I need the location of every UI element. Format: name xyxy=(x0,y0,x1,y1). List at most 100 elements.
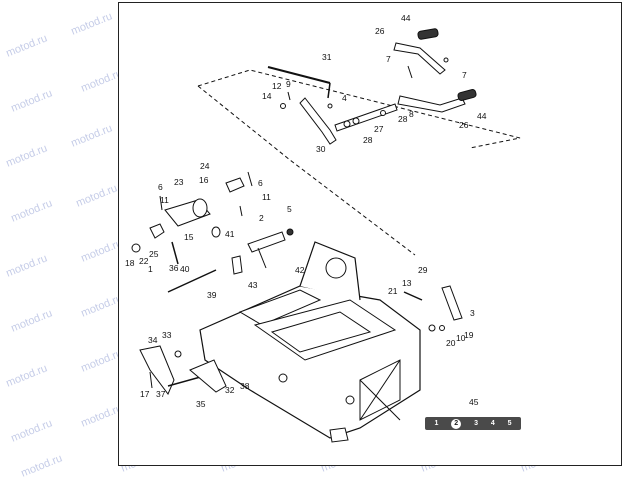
callout-number: 2 xyxy=(259,213,264,223)
callout-number: 31 xyxy=(322,52,332,62)
long-pin xyxy=(167,269,217,293)
callout-number: 14 xyxy=(262,91,272,101)
callout-number: 19 xyxy=(464,330,474,340)
pin xyxy=(239,205,243,217)
washer xyxy=(280,103,286,109)
brace xyxy=(359,379,401,421)
callout-number: 41 xyxy=(225,229,235,239)
callout-number: 9 xyxy=(286,79,291,89)
fork-clip xyxy=(231,255,243,275)
foot-peg-rubber xyxy=(457,88,477,102)
model-badge-item-active: 2 xyxy=(451,418,462,429)
callout-number: 43 xyxy=(248,280,258,290)
callout-number: 44 xyxy=(477,111,487,121)
callout-number: 3 xyxy=(470,308,475,318)
toe-lever xyxy=(393,42,446,75)
bracket xyxy=(149,223,165,239)
crossmember xyxy=(238,289,322,326)
clip xyxy=(327,103,333,109)
callout-number: 28 xyxy=(398,114,408,124)
model-badge-item: 1 xyxy=(434,420,439,427)
pin xyxy=(149,371,153,389)
assembly-dashed-line-top xyxy=(197,69,521,149)
washer xyxy=(131,243,141,253)
callout-number: 42 xyxy=(295,265,305,275)
mount-hole xyxy=(278,373,288,383)
nut xyxy=(286,228,294,236)
clevis xyxy=(441,285,463,321)
fork-arm xyxy=(257,247,267,269)
heel-lever xyxy=(397,95,466,113)
callout-number: 23 xyxy=(174,177,184,187)
brake-lever xyxy=(139,345,175,395)
callout-number: 35 xyxy=(196,399,206,409)
spring-bracket xyxy=(225,177,245,193)
callout-number: 17 xyxy=(140,389,150,399)
washer xyxy=(174,350,182,358)
callout-number: 38 xyxy=(240,381,250,391)
shift-shaft xyxy=(334,103,398,132)
pin xyxy=(407,65,413,79)
main-subframe xyxy=(199,285,421,439)
tray-inner xyxy=(270,311,372,353)
callout-number: 22 xyxy=(139,256,149,266)
model-badge-item: 4 xyxy=(490,420,495,427)
callout-number: 45 xyxy=(469,397,479,407)
callout-number: 28 xyxy=(363,135,373,145)
callout-number: 39 xyxy=(207,290,217,300)
model-badge-item: 3 xyxy=(474,420,478,427)
pin xyxy=(287,91,291,101)
callout-number: 7 xyxy=(462,70,467,80)
pivot-shaft xyxy=(167,375,205,387)
clip xyxy=(443,57,449,63)
callout-number: 27 xyxy=(374,124,384,134)
callout-number: 5 xyxy=(287,204,292,214)
washer xyxy=(380,110,386,116)
frame-mount-hole xyxy=(325,257,347,279)
callout-number: 20 xyxy=(446,338,456,348)
bolt xyxy=(247,171,253,187)
callout-number: 4 xyxy=(342,93,347,103)
callout-number: 37 xyxy=(156,389,166,399)
callout-number: 12 xyxy=(272,81,282,91)
callout-number: 29 xyxy=(418,265,428,275)
washer xyxy=(428,324,436,332)
shift-rod xyxy=(267,66,331,84)
model-badge: 1 2 3 4 5 xyxy=(425,417,521,430)
pin xyxy=(159,195,163,211)
washer xyxy=(439,325,445,331)
callout-number: 11 xyxy=(160,195,169,205)
shift-lever xyxy=(299,97,337,145)
callout-number: 40 xyxy=(180,264,190,274)
callout-number: 33 xyxy=(162,330,172,340)
callout-number: 34 xyxy=(148,335,158,345)
callout-number: 6 xyxy=(158,182,163,192)
callout-number: 16 xyxy=(199,175,209,185)
callout-number: 24 xyxy=(200,161,210,171)
callout-number: 8 xyxy=(409,109,414,119)
callout-number: 26 xyxy=(375,26,385,36)
shift-rod-end xyxy=(327,82,331,99)
callout-number: 13 xyxy=(402,278,412,288)
brace xyxy=(359,359,401,421)
callout-number: 6 xyxy=(258,178,263,188)
foot-peg-rubber xyxy=(417,28,439,40)
bushing xyxy=(211,226,221,238)
callout-number: 32 xyxy=(225,385,235,395)
callout-number: 30 xyxy=(316,144,326,154)
model-badge-item: 5 xyxy=(507,420,512,427)
callout-number: 44 xyxy=(401,13,411,23)
shift-fork xyxy=(247,231,286,253)
callout-number: 21 xyxy=(388,286,398,296)
callout-number: 10 xyxy=(456,333,466,343)
callout-number: 15 xyxy=(184,232,194,242)
pin xyxy=(171,241,179,265)
callout-number: 25 xyxy=(149,249,159,259)
washer xyxy=(343,120,351,128)
callout-number: 36 xyxy=(169,263,179,273)
callout-number: 18 xyxy=(125,258,135,268)
mount-hole xyxy=(345,395,355,405)
bolt xyxy=(403,291,423,301)
